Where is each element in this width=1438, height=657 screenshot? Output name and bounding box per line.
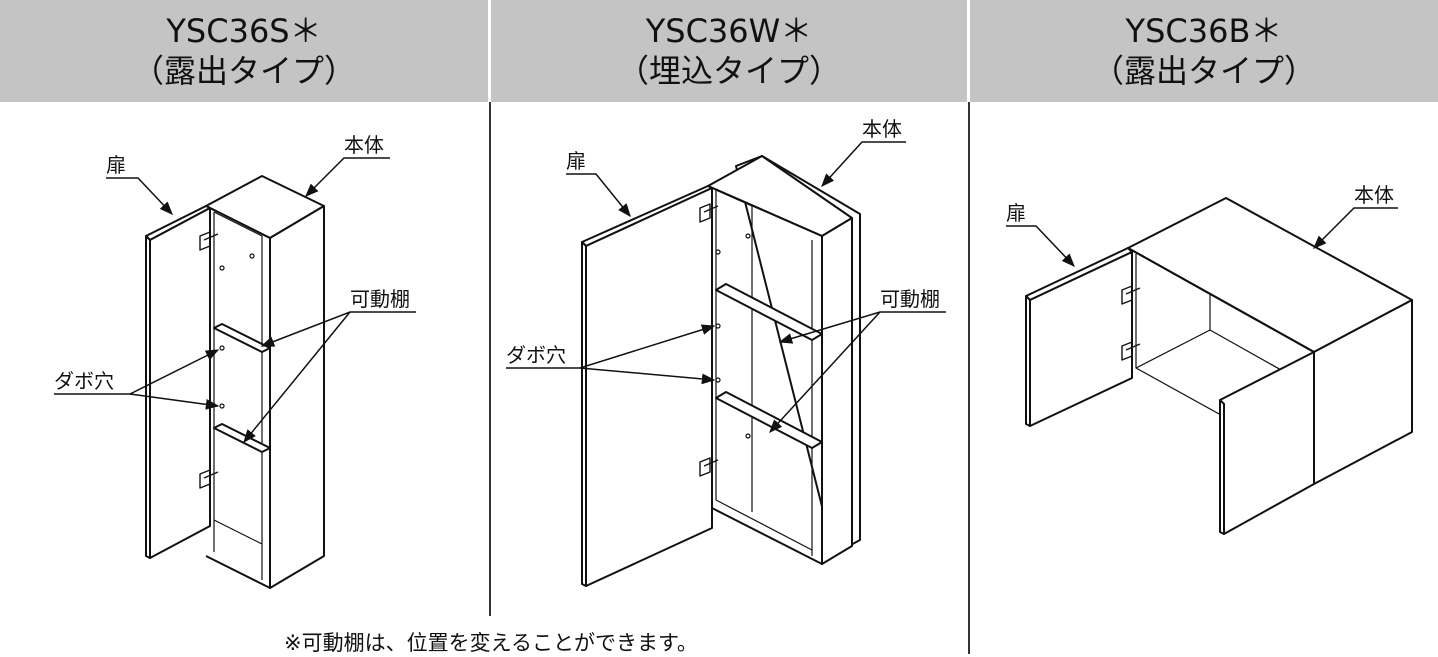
model-type: （露出タイプ） bbox=[1091, 52, 1316, 90]
column-divider bbox=[968, 102, 970, 654]
label-door: 扉 bbox=[566, 149, 586, 173]
model-name: YSC36S＊ bbox=[166, 12, 322, 50]
header-ysc36w: YSC36W＊ （埋込タイプ） bbox=[491, 0, 967, 102]
label-body: 本体 bbox=[862, 117, 902, 141]
leaders-ysc36b bbox=[1006, 207, 1398, 267]
label-body: 本体 bbox=[344, 133, 384, 157]
leaders-ysc36w bbox=[506, 141, 946, 433]
label-dowel-hole: ダボ穴 bbox=[54, 369, 114, 393]
model-name: YSC36W＊ bbox=[645, 12, 813, 50]
cabinet-ysc36s-drawing bbox=[145, 175, 325, 589]
cabinet-ysc36w-drawing bbox=[581, 155, 861, 587]
movable-shelf bbox=[213, 323, 271, 453]
header-ysc36b: YSC36B＊ （露出タイプ） bbox=[970, 0, 1438, 102]
model-name: YSC36B＊ bbox=[1125, 12, 1283, 50]
cabinet-ysc36b-drawing bbox=[1025, 197, 1413, 535]
footnote: ※可動棚は、位置を変えることができます。 bbox=[284, 631, 698, 655]
label-door: 扉 bbox=[106, 153, 126, 177]
model-type: （埋込タイプ） bbox=[616, 52, 841, 90]
label-body: 本体 bbox=[1354, 183, 1394, 207]
label-dowel-hole: ダボ穴 bbox=[506, 343, 566, 367]
label-door: 扉 bbox=[1006, 201, 1026, 225]
column-divider bbox=[489, 102, 491, 616]
label-movable-shelf: 可動棚 bbox=[350, 287, 410, 311]
header-ysc36s: YSC36S＊ （露出タイプ） bbox=[0, 0, 488, 102]
model-type: （露出タイプ） bbox=[131, 52, 356, 90]
leaders-ysc36s bbox=[54, 157, 416, 444]
label-movable-shelf: 可動棚 bbox=[880, 287, 940, 311]
